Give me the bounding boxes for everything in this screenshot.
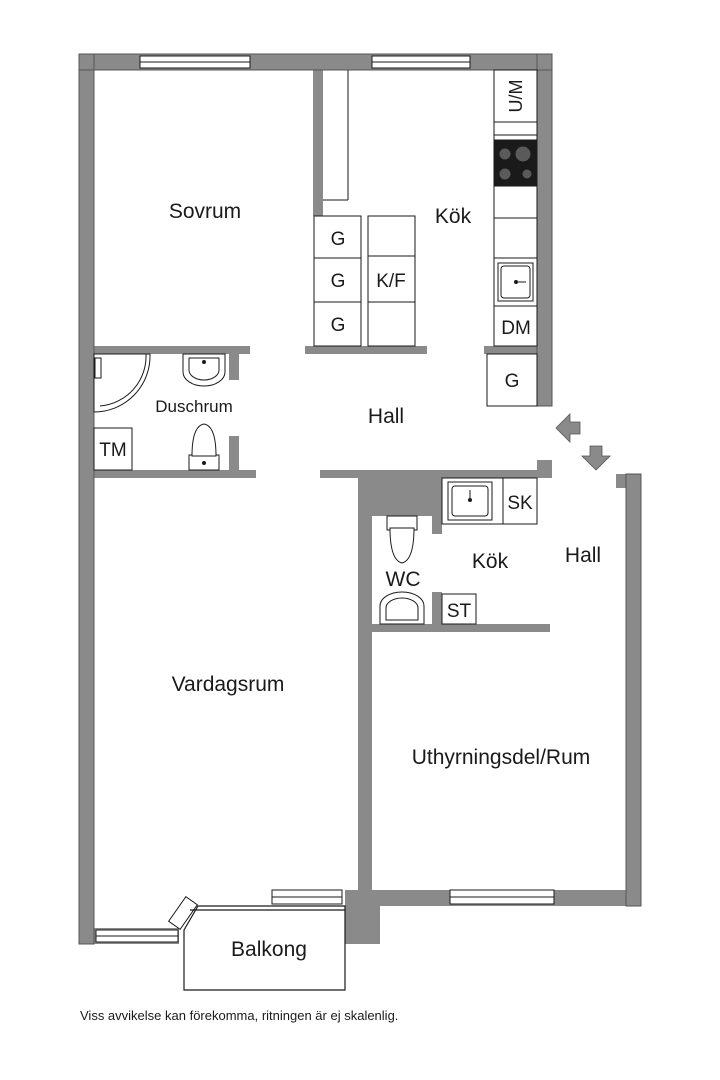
room-label-hall-upper: Hall [368, 405, 404, 428]
washbasin-icon [379, 591, 425, 625]
toilet-icon [386, 515, 418, 564]
storage-st [441, 593, 477, 625]
stove-icon [493, 139, 538, 187]
room-label-kok-upper: Kök [435, 205, 472, 228]
fixture-label-g1: G [331, 229, 346, 250]
room-label-uthyrning: Uthyrningsdel/Rum [412, 746, 591, 769]
closet-g3 [313, 301, 362, 347]
washbasin-icon [182, 353, 226, 387]
kitchen-counter-upper [486, 69, 538, 407]
window-icon [139, 55, 251, 69]
window-icon [167, 896, 199, 930]
closet-g1 [313, 215, 362, 259]
window-icon [371, 55, 471, 69]
tm-appliance [93, 427, 133, 471]
fixture-label-um: U/M [506, 80, 526, 113]
fixture-label-dm: DM [501, 318, 531, 339]
fridge-freezer [367, 215, 416, 347]
balcony [183, 905, 346, 991]
walls [79, 54, 641, 944]
windows [95, 55, 555, 943]
room-labels: Sovrum Kök Duschrum Hall Vardagsrum Kök … [155, 200, 601, 961]
fixture-label-g2: G [331, 271, 346, 292]
entrance-arrow-icon [555, 413, 611, 471]
room-label-vardagsrum: Vardagsrum [172, 673, 285, 696]
fixture-label-sk: SK [507, 493, 533, 514]
sink-icon [497, 262, 534, 302]
closets [313, 215, 416, 347]
room-label-duschrum: Duschrum [155, 397, 232, 416]
room-label-wc: WC [386, 568, 421, 591]
fixture-label-tm: TM [99, 440, 126, 461]
closet-g4 [486, 353, 538, 407]
room-label-kok-lower: Kök [472, 550, 509, 573]
shower-icon [93, 353, 151, 413]
duschrum-fixtures [93, 353, 226, 471]
fixture-label-kf: K/F [376, 271, 406, 292]
sink-icon [447, 481, 493, 521]
toilet-icon [188, 423, 220, 471]
room-label-sovrum: Sovrum [169, 200, 241, 223]
window-icon [271, 889, 343, 905]
room-label-hall-lower: Hall [565, 544, 601, 567]
fixture-labels: U/M DM G G G G K/F TM SK ST [99, 80, 533, 623]
room-label-balkong: Balkong [231, 938, 307, 961]
fixture-label-g3: G [331, 315, 346, 336]
fixture-label-st: ST [447, 601, 472, 622]
disclaimer-text: Viss avvikelse kan förekomma, ritningen … [80, 1008, 399, 1023]
interior-lines [323, 70, 349, 201]
window-icon [95, 929, 179, 943]
window-icon [449, 889, 555, 905]
lower-fixtures [379, 477, 538, 625]
fixture-label-g4: G [505, 371, 520, 392]
